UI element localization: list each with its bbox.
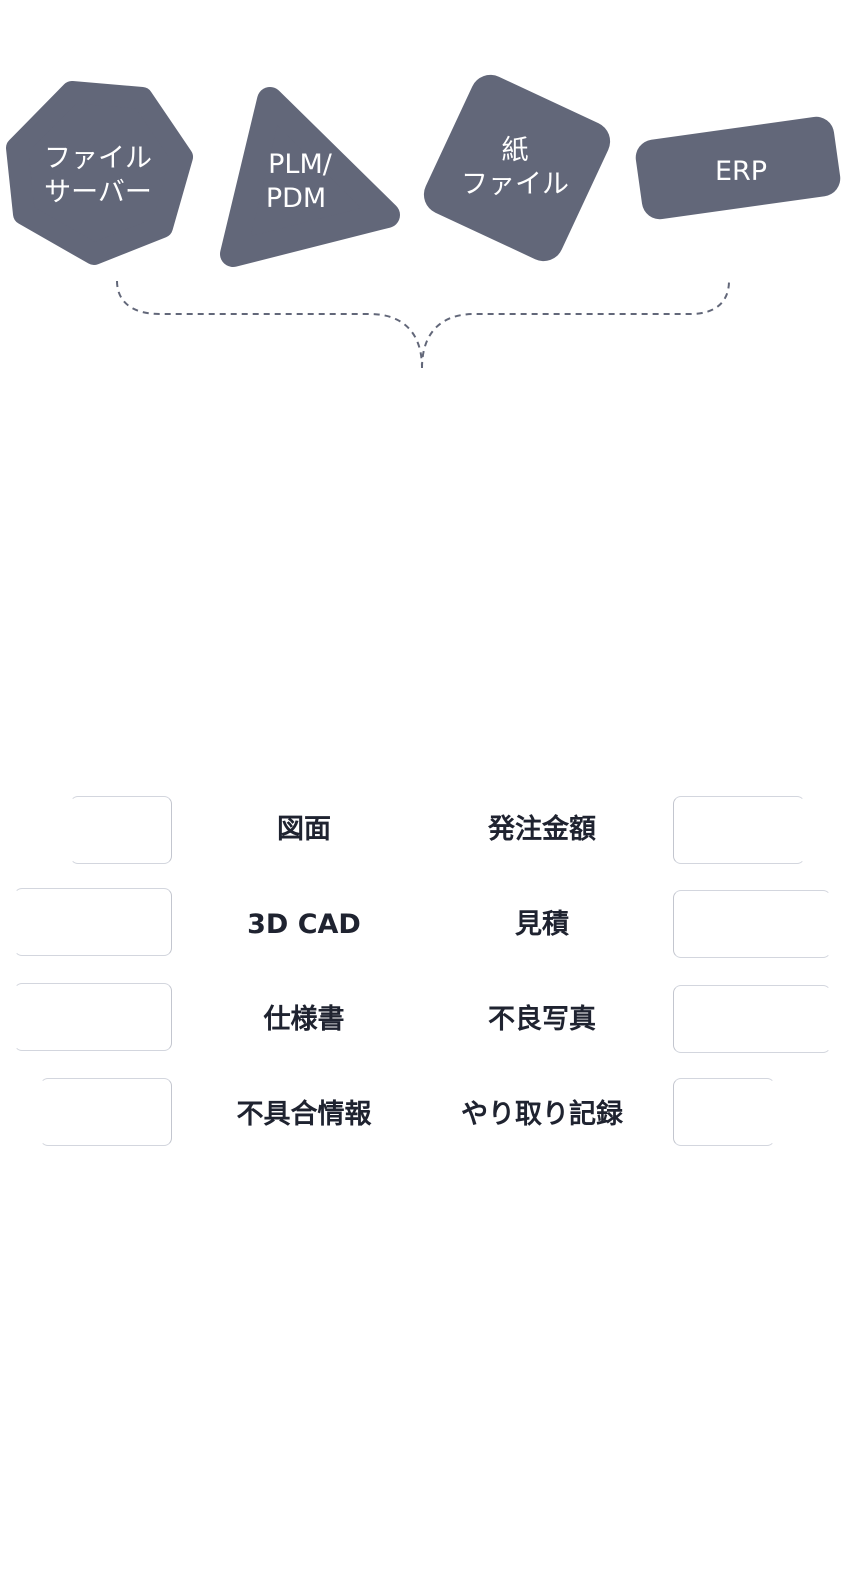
connector-brace: [116, 280, 730, 369]
right-item-label: 発注金額: [488, 814, 596, 845]
left-item-box: [70, 796, 172, 864]
paper-file-label-line1: 紙: [502, 135, 529, 166]
plm-pdm-label-line1: PLM/: [268, 149, 333, 180]
source-paper-file: 紙 ファイル: [423, 74, 611, 262]
source-erp: ERP: [635, 116, 841, 220]
right-item-box: [673, 796, 805, 864]
paper-file-label-line2: ファイル: [461, 169, 569, 200]
file-server-label-line2: サーバー: [44, 177, 152, 208]
erp-shape: [635, 116, 841, 220]
source-plm-pdm: PLM/ PDM: [220, 87, 400, 267]
left-item-box: [14, 888, 172, 956]
plm-pdm-shape: [220, 87, 400, 267]
erp-label: ERP: [715, 156, 767, 187]
right-item-box: [673, 985, 831, 1053]
left-item-label: 図面: [277, 814, 331, 845]
file-server-shape: [6, 81, 193, 265]
paper-file-shape: [423, 74, 611, 262]
left-item-box: [14, 983, 172, 1051]
file-server-label-line1: ファイル: [44, 143, 152, 174]
left-item-label: 仕様書: [263, 1004, 345, 1035]
right-item-box: [673, 890, 831, 958]
source-systems-diagram: ファイル サーバー PLM/ PDM 紙 ファイル ERP: [6, 74, 841, 369]
source-file-server: ファイル サーバー: [6, 81, 193, 265]
right-item-label: 不良写真: [488, 1004, 596, 1035]
left-item-label: 3D CAD: [247, 909, 361, 940]
plm-pdm-label-line2: PDM: [266, 183, 326, 214]
left-item-label: 不具合情報: [236, 1099, 372, 1130]
left-item-box: [40, 1078, 172, 1146]
right-item-label: 見積: [515, 909, 569, 940]
right-item-label: やり取り記録: [461, 1099, 623, 1130]
right-item-box: [673, 1078, 775, 1146]
